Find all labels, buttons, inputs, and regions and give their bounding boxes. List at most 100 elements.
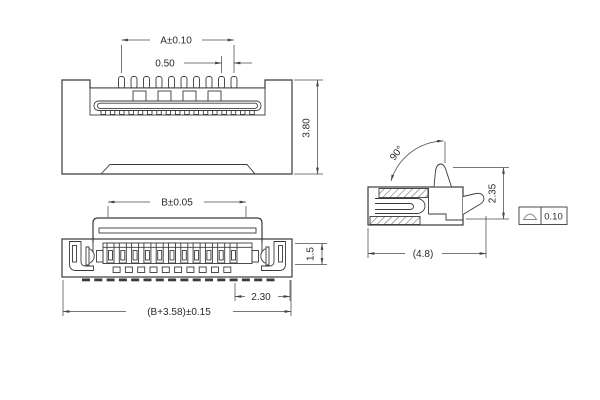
front-pin-slot — [108, 250, 113, 261]
front-pad — [186, 266, 195, 273]
top-tick — [128, 110, 134, 115]
dim-edge-offset-label: 2.30 — [251, 292, 271, 303]
top-tick — [165, 110, 172, 115]
front-pin-slot — [169, 250, 175, 261]
front-solder-tail — [118, 278, 127, 282]
top-tick — [109, 110, 116, 115]
side-tongue — [375, 203, 414, 210]
side-cavity — [375, 198, 426, 214]
front-pad — [112, 266, 121, 273]
front-pad — [149, 266, 158, 273]
dim-pitch: 0.50 — [155, 56, 252, 73]
front-housing-body — [61, 238, 293, 278]
top-tick — [100, 110, 106, 115]
top-tick — [147, 110, 153, 115]
front-pin-slot — [132, 250, 138, 261]
top-pin — [168, 76, 175, 89]
front-solder-tail — [266, 278, 275, 282]
front-solder-tail — [155, 278, 164, 282]
dim-height-label: 1.5 — [306, 247, 317, 261]
top-pin — [143, 76, 150, 89]
front-pin — [168, 242, 176, 264]
top-pin — [218, 76, 225, 89]
front-right-bracket — [251, 241, 286, 271]
side-bottom-step — [428, 213, 463, 221]
dim-contact-span: A±0.10 — [121, 33, 235, 73]
dim-edge-offset: 2.30 — [234, 280, 291, 303]
front-solder-tail — [192, 278, 201, 282]
front-pin-slot — [144, 250, 150, 261]
front-solder-tail — [143, 278, 152, 282]
dim-opening: B±0.05 — [107, 196, 247, 217]
side-base-section — [369, 216, 421, 225]
front-pin-slot — [157, 250, 163, 261]
dim-actuator-angle-label: 90° — [388, 144, 406, 163]
front-pin — [106, 242, 115, 264]
top-tick — [137, 110, 144, 115]
side-lever-tab — [433, 163, 453, 188]
front-pin-slot — [206, 250, 212, 261]
top-pin — [205, 76, 213, 89]
top-tick — [156, 110, 162, 115]
front-solder-tail — [82, 278, 90, 282]
top-pin — [193, 76, 200, 89]
front-pin-slot — [181, 250, 187, 261]
top-tick — [193, 110, 199, 115]
front-pin — [192, 242, 201, 264]
front-solder-tail — [229, 278, 238, 282]
top-actuator-bar-inner — [97, 102, 258, 109]
dim-overall-depth-label: (4.8) — [413, 249, 434, 260]
top-pin — [180, 76, 188, 89]
front-solder-tail — [254, 278, 263, 282]
top-pin — [230, 76, 238, 89]
front-pin — [131, 242, 140, 264]
front-pad — [198, 266, 207, 273]
top-tick — [184, 110, 190, 115]
top-bottom-chamfer — [100, 164, 256, 175]
side-view: 90° 2.35 (4.8) 0.10 — [367, 139, 568, 260]
coplanarity-symbol-icon — [522, 213, 538, 220]
front-solder-tail — [131, 278, 140, 282]
dim-depth: 3.80 — [294, 79, 323, 175]
front-solder-tail — [94, 278, 103, 282]
front-pin — [229, 242, 238, 264]
front-pin — [155, 242, 164, 264]
top-tick — [240, 110, 246, 115]
front-solder-tail — [241, 278, 250, 282]
dim-contact-span-label: A±0.10 — [160, 36, 192, 47]
top-tick — [221, 110, 227, 115]
front-pad — [174, 266, 183, 273]
front-view: B±0.05 1.5 2.30 (B+3.58)±0.15 — [61, 196, 327, 318]
dim-overall-width: (B+3.58)±0.15 — [62, 280, 292, 318]
front-pad — [211, 266, 219, 273]
front-pad — [137, 266, 146, 273]
top-tick — [174, 110, 181, 115]
dim-overall-width-label: (B+3.58)±0.15 — [147, 307, 211, 318]
front-tail-row — [82, 278, 275, 282]
side-solder-nose — [462, 192, 485, 215]
coplanarity-value-label: 0.10 — [544, 212, 563, 223]
front-solder-tail — [180, 278, 189, 282]
front-pin-slot — [231, 250, 236, 261]
top-tick — [212, 110, 218, 115]
dim-height-2-35-label: 2.35 — [488, 183, 499, 203]
front-pin — [217, 242, 226, 264]
front-pad — [161, 266, 170, 273]
top-pin — [155, 76, 163, 89]
front-pin — [118, 242, 127, 264]
top-tick-row — [100, 110, 255, 115]
front-solder-tail — [217, 278, 226, 282]
front-pin — [143, 242, 152, 264]
side-actuator-section — [378, 188, 429, 198]
front-cap-slot — [98, 227, 257, 234]
front-pin-slot — [120, 250, 126, 261]
front-pin-slot — [194, 250, 200, 261]
dim-pitch-label: 0.50 — [155, 59, 175, 70]
front-pad-row — [112, 266, 232, 273]
front-solder-tail — [106, 278, 115, 282]
coplanarity-frame: 0.10 — [518, 206, 568, 225]
top-pin — [130, 76, 138, 89]
dim-overall-depth: (4.8) — [367, 216, 487, 260]
top-tick — [249, 110, 255, 115]
